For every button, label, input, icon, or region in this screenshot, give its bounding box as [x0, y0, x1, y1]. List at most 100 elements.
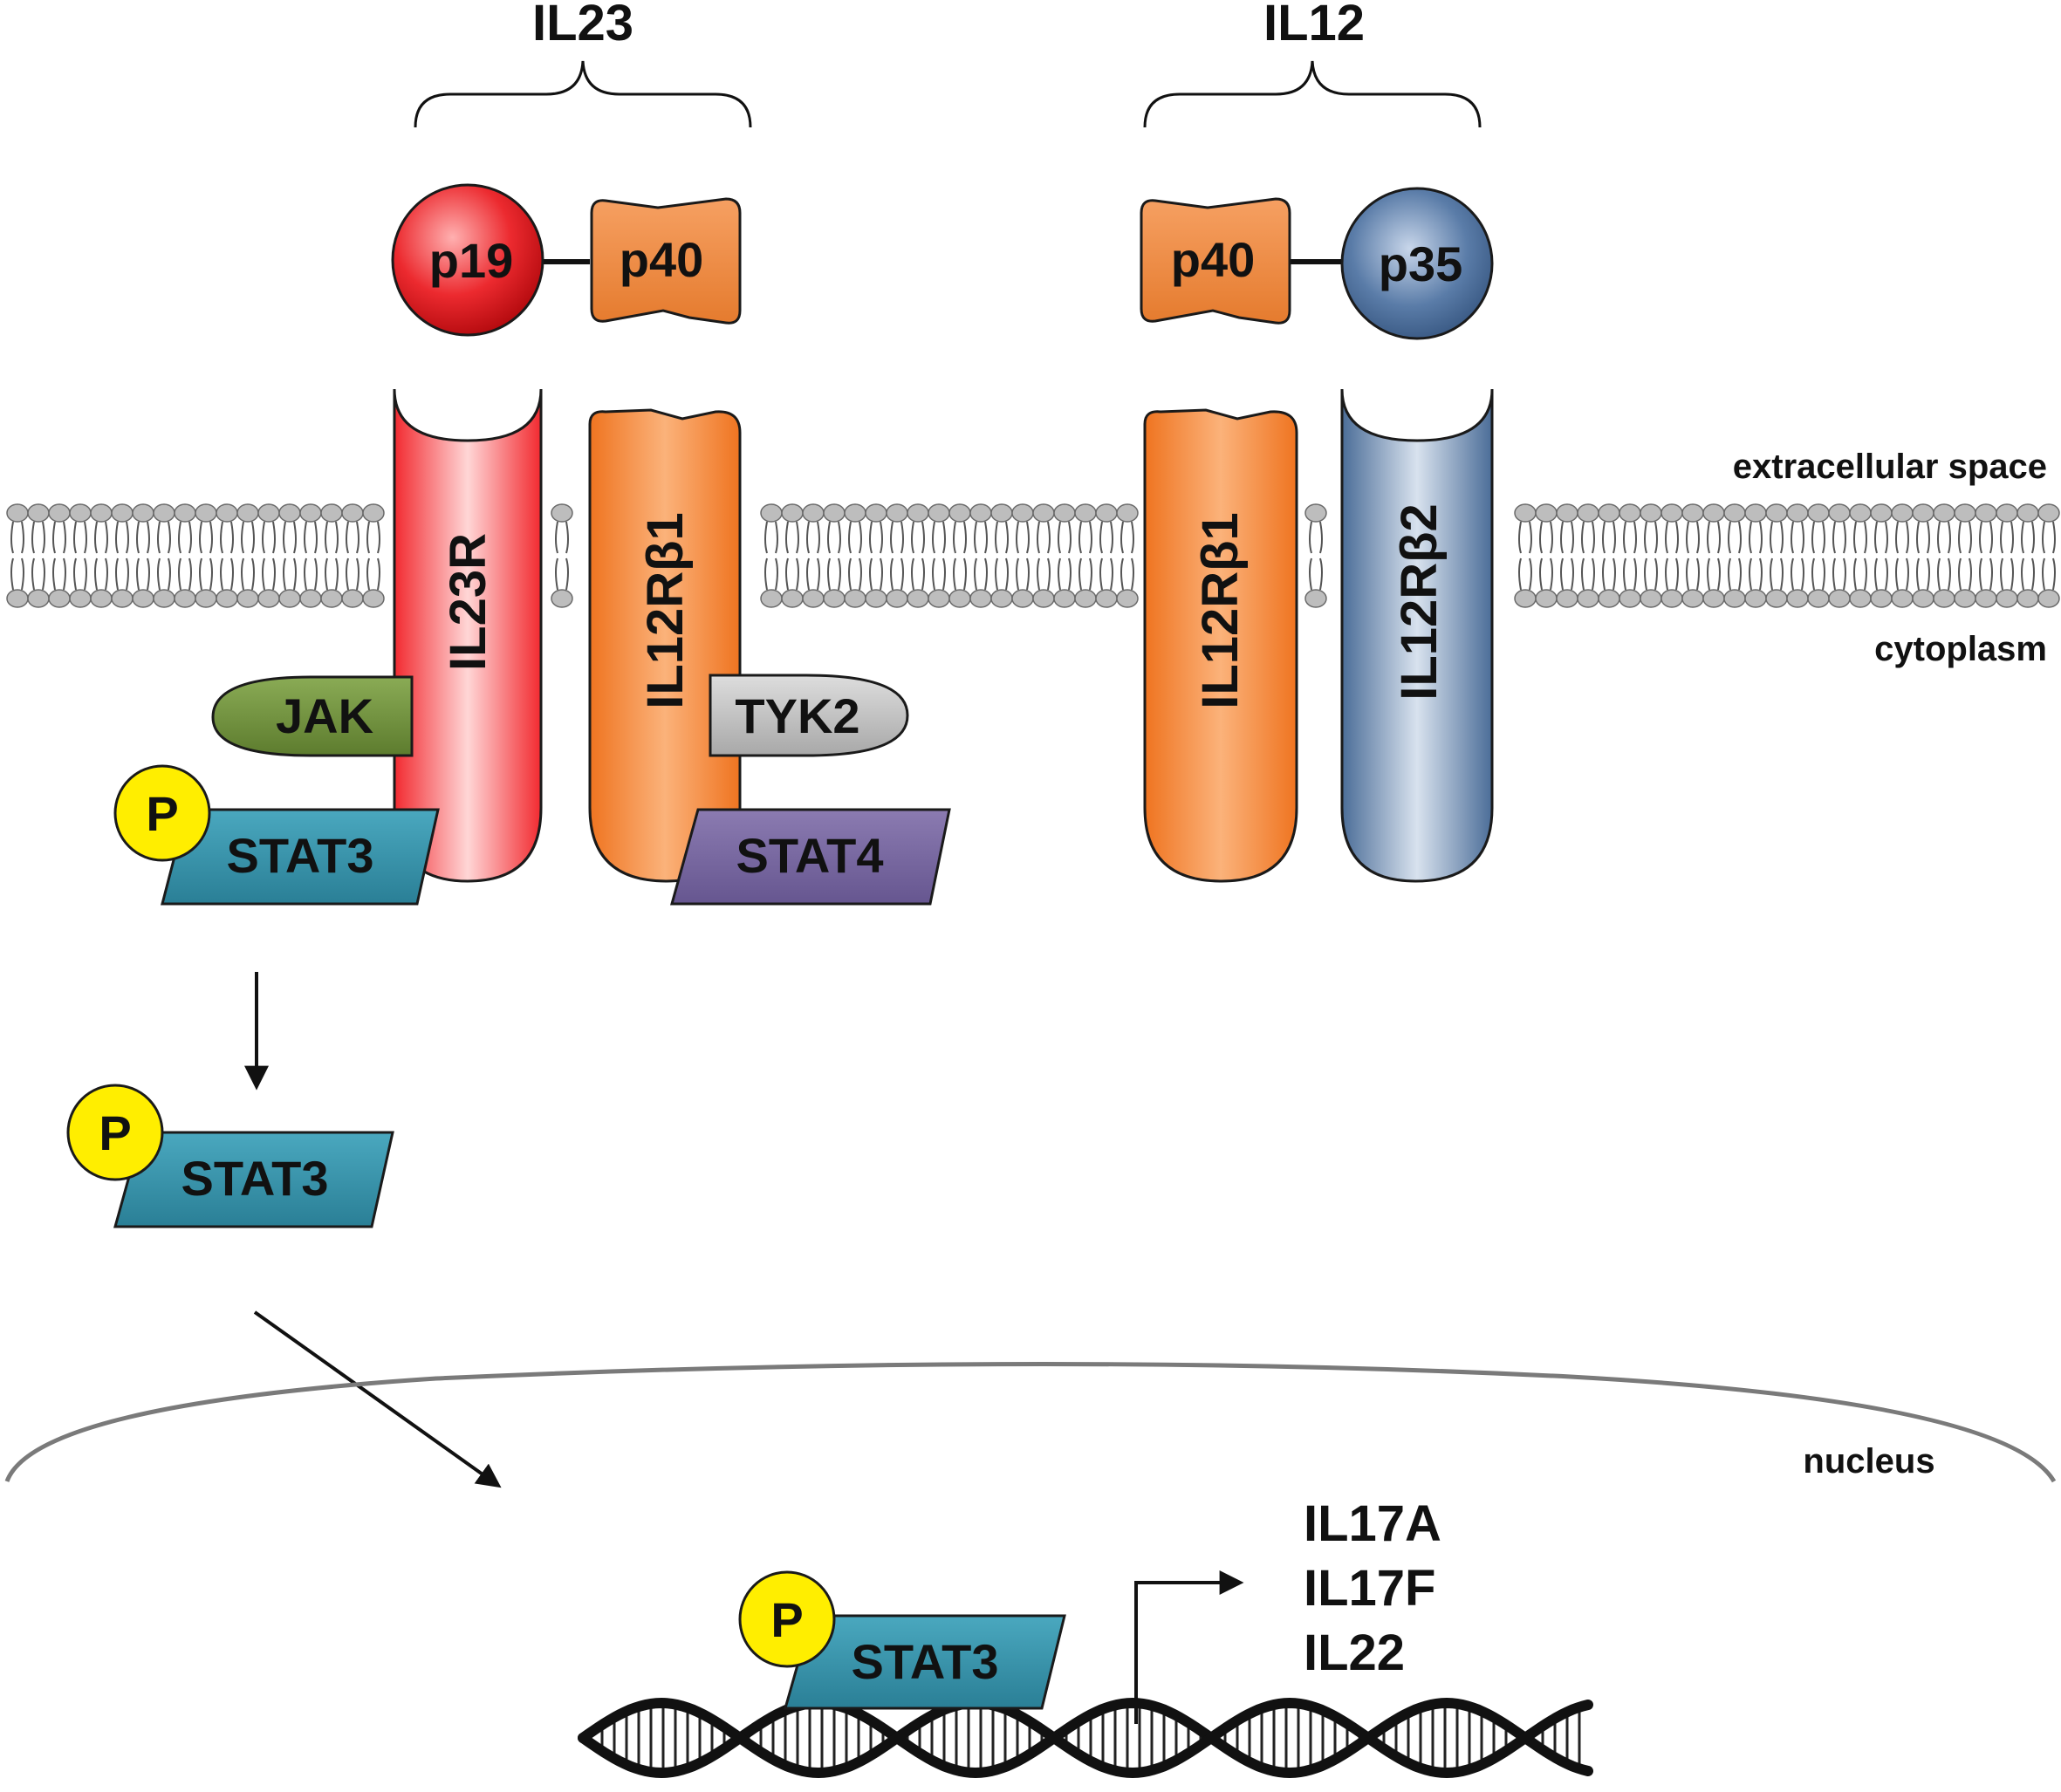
- lipid-head: [990, 503, 1013, 523]
- lipid-head: [1933, 589, 1955, 608]
- lipid-head: [823, 503, 846, 523]
- lipid-tails: [890, 521, 904, 591]
- lipid-tails: [974, 521, 988, 591]
- lipid-head: [1786, 589, 1809, 608]
- lipid-head: [1011, 503, 1034, 523]
- lipid-head: [90, 503, 113, 523]
- il12-label: IL12: [1263, 0, 1365, 51]
- lipid-head: [299, 503, 322, 523]
- lipid-tails: [1016, 521, 1030, 591]
- lipid-head: [216, 503, 238, 523]
- lipid-head: [1095, 589, 1118, 608]
- lipid-head: [153, 503, 175, 523]
- lipid-head: [781, 589, 804, 608]
- stat3-nucleus: [784, 1614, 1066, 1710]
- lipid-head: [111, 589, 134, 608]
- cell-membrane-bilayer: [6, 503, 2060, 608]
- lipid-head: [1619, 589, 1641, 608]
- lipid-tails: [346, 521, 359, 591]
- lipid-tails: [1686, 521, 1700, 591]
- lipid-head: [1556, 503, 1578, 523]
- lipid-head: [1535, 589, 1558, 608]
- lipid-head: [1702, 589, 1725, 608]
- lipid-head: [760, 503, 783, 523]
- lipid-head: [1619, 503, 1641, 523]
- lipid-head: [236, 589, 259, 608]
- tyk2-label: TYK2: [735, 688, 859, 743]
- lipid-head: [1535, 503, 1558, 523]
- lipid-head: [2037, 589, 2060, 608]
- lipid-tails: [52, 521, 66, 591]
- p19-subunit: [391, 183, 544, 337]
- lipid-head: [1304, 589, 1327, 608]
- lipid-head: [1598, 589, 1620, 608]
- lipid-tails: [1078, 521, 1092, 591]
- lipid-head: [948, 503, 971, 523]
- phospho-badge-cytoplasm: [66, 1084, 164, 1181]
- lipid-head: [1744, 503, 1767, 523]
- lipid-head: [1660, 589, 1683, 608]
- stat3-membrane-label: STAT3: [226, 828, 373, 883]
- lipid-head: [1598, 503, 1620, 523]
- lipid-head: [1095, 503, 1118, 523]
- lipid-tails: [1874, 521, 1888, 591]
- lipid-head: [928, 503, 950, 523]
- lipid-tails: [2000, 521, 2014, 591]
- il12rb1-label-il12: IL12Rβ1: [1192, 512, 1249, 709]
- extracellular-space-label: extracellular space: [1733, 448, 2047, 486]
- lipid-head: [1807, 589, 1830, 608]
- lipid-head: [990, 589, 1013, 608]
- lipid-head: [1828, 589, 1851, 608]
- lipid-head: [278, 503, 301, 523]
- lipid-head: [1640, 589, 1662, 608]
- lipid-tails: [1791, 521, 1804, 591]
- lipid-head: [216, 589, 238, 608]
- lipid-head: [132, 503, 154, 523]
- lipid-tails: [869, 521, 883, 591]
- lipid-head: [760, 589, 783, 608]
- lipid-head: [865, 503, 887, 523]
- lipid-head: [1577, 589, 1599, 608]
- lipid-head: [6, 589, 29, 608]
- lipid-tails: [1770, 521, 1784, 591]
- lipid-tails: [1120, 521, 1134, 591]
- lipid-head: [802, 589, 825, 608]
- target-gene-il22: IL22: [1304, 1624, 1405, 1681]
- lipid-tails: [94, 521, 108, 591]
- lipid-head: [320, 503, 343, 523]
- lipid-tails: [1560, 521, 1574, 591]
- lipid-tails: [136, 521, 150, 591]
- lipid-tails: [1728, 521, 1742, 591]
- lipid-head: [1074, 589, 1097, 608]
- lipid-head: [802, 503, 825, 523]
- lipid-head: [1723, 503, 1746, 523]
- il23-label: IL23: [532, 0, 633, 51]
- il12rb2-label: IL12Rβ2: [1391, 503, 1448, 701]
- lipid-tails: [1937, 521, 1951, 591]
- lipid-tails: [73, 521, 87, 591]
- lipid-head: [781, 503, 804, 523]
- lipid-head: [257, 589, 280, 608]
- dna-helix: [578, 1697, 1593, 1779]
- lipid-tails: [1958, 521, 1972, 591]
- lipid-head: [969, 589, 992, 608]
- p40-subunit-il12: [1140, 197, 1291, 325]
- lipid-head: [1074, 503, 1097, 523]
- lipid-tails: [241, 521, 255, 591]
- phospho-badge-membrane: [113, 764, 211, 862]
- p35-label: p35: [1379, 236, 1463, 291]
- target-gene-il17f: IL17F: [1304, 1560, 1436, 1617]
- lipid-head: [1912, 589, 1934, 608]
- lipid-head: [1514, 589, 1537, 608]
- lipid-head: [111, 503, 134, 523]
- lipid-head: [1975, 503, 1997, 523]
- lipid-head: [1996, 503, 2018, 523]
- lipid-tails: [178, 521, 192, 591]
- lipid-head: [1807, 503, 1830, 523]
- stat3-cytoplasm-label: STAT3: [181, 1151, 328, 1206]
- lipid-tails: [1895, 521, 1909, 591]
- lipid-head: [1681, 503, 1704, 523]
- lipid-head: [823, 589, 846, 608]
- lipid-head: [341, 589, 364, 608]
